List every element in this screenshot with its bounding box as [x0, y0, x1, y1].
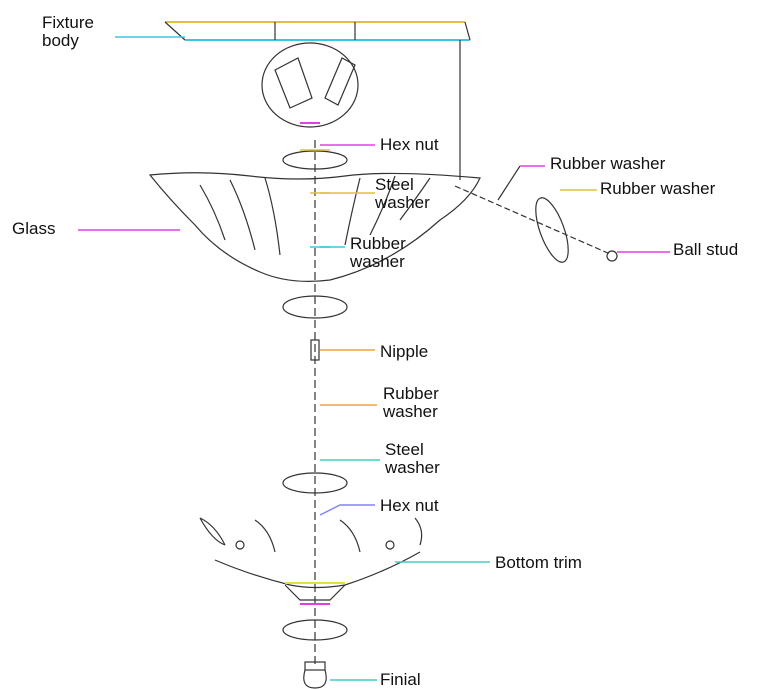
label-rubber-washer-2: Rubber washer [600, 179, 716, 198]
hex-nut-top-part [282, 149, 348, 170]
bottom-washer-part [282, 619, 348, 641]
ball-stud-assembly [454, 40, 618, 263]
label-glass: Glass [12, 219, 56, 238]
steel-washer-bottom-part [282, 472, 348, 494]
label-nipple: Nipple [380, 342, 429, 361]
label-rubber-washer-1: Rubber washer [550, 154, 666, 173]
label-fixture-body: Fixture body [42, 13, 94, 50]
finial-part [303, 661, 327, 689]
label-steel-washer-bottom: Steel washer [385, 440, 440, 477]
bottom-trim-part [199, 517, 423, 605]
label-finial: Finial [380, 670, 421, 689]
label-rubber-washer-lower: Rubber washer [383, 384, 439, 421]
label-hex-nut-top: Hex nut [380, 135, 439, 154]
label-steel-washer-top: Steel washer [375, 175, 430, 212]
leader-hex-nut-bottom [319, 504, 375, 516]
washer-under-glass [282, 295, 348, 319]
label-bottom-trim: Bottom trim [495, 553, 582, 572]
label-hex-nut-bottom: Hex nut [380, 496, 439, 515]
nipple-part [310, 339, 320, 361]
label-rubber-washer-upper: Rubber washer [350, 234, 406, 271]
label-ball-stud: Ball stud [673, 240, 739, 259]
fixture-body-part [164, 21, 471, 128]
